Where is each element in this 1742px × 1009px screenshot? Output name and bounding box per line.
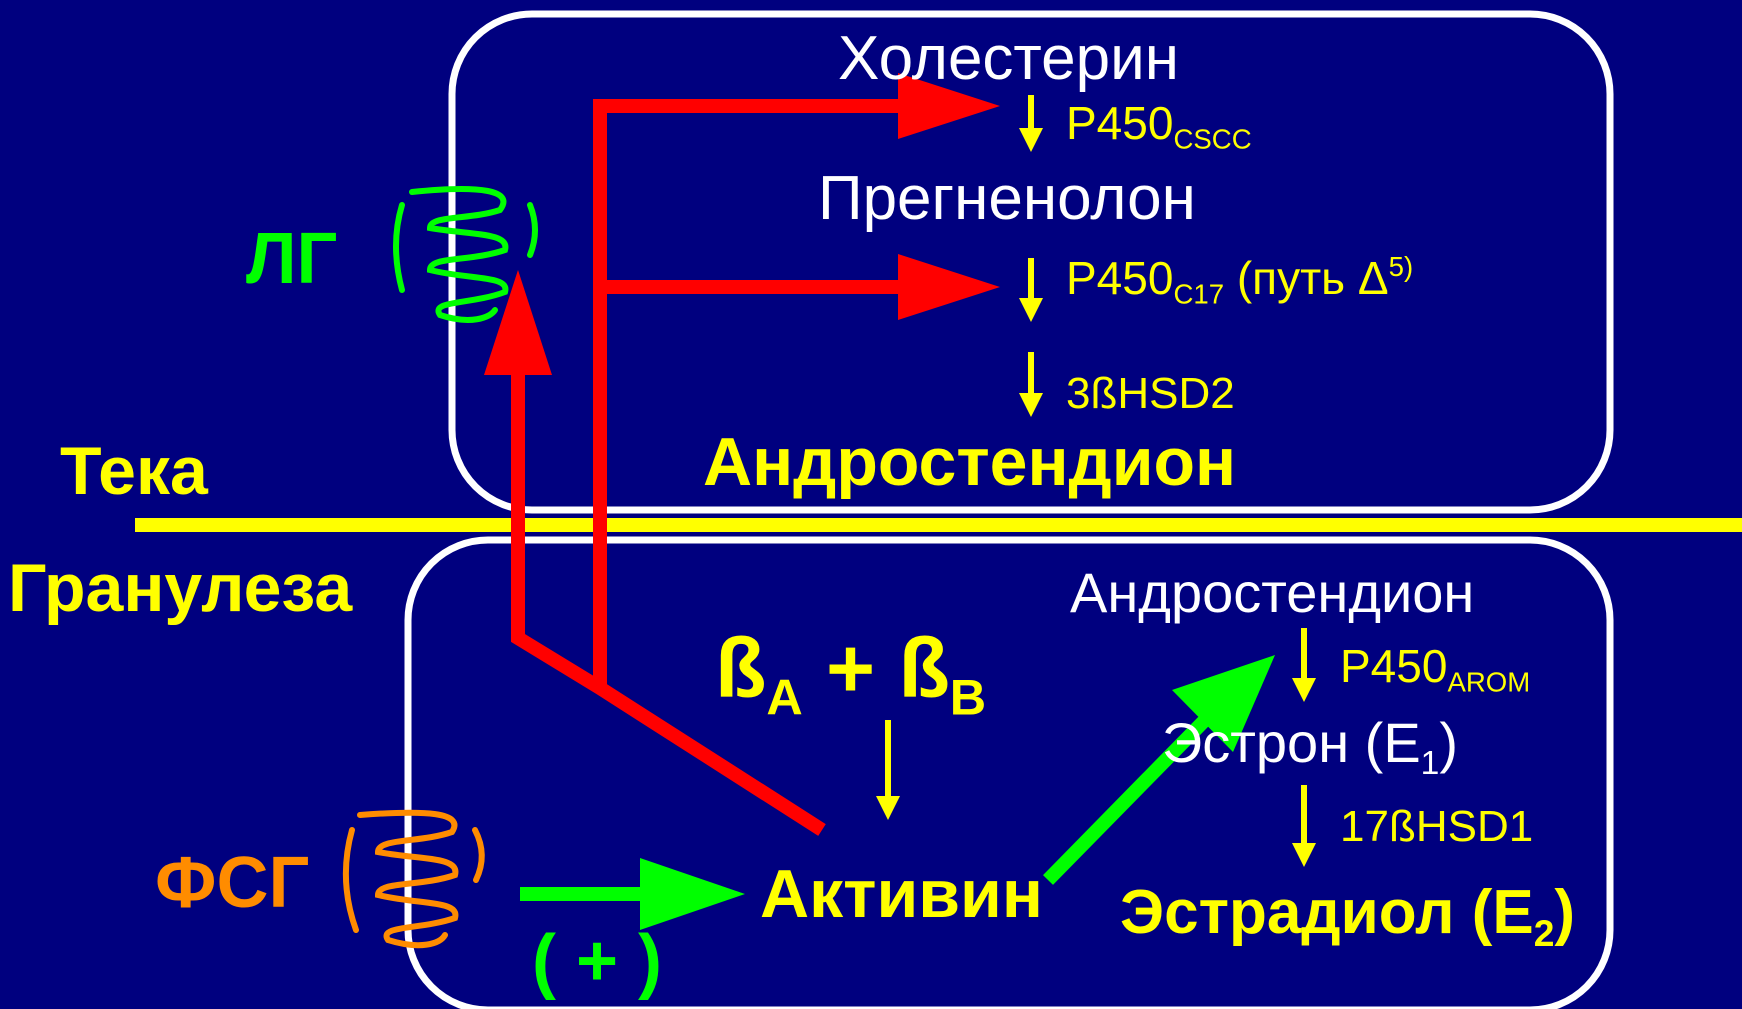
p450cscc-label: P450CSCC [1066,97,1252,155]
granulosa-compartment [404,536,1614,1009]
theca-androstenedione-label: Андростендион [703,424,1237,500]
cholesterol-label: Холестерин [838,24,1179,93]
arrowhead-p450cscc [898,73,1000,139]
inhibin-beta-subunits-label: ßA + ßB [715,621,987,726]
estradiol-label: Эстрадиол (E2) [1120,878,1576,955]
activin-to-aromatase-arrowhead [1172,655,1275,752]
fsh-label: ФСГ [155,843,310,923]
fsh-receptor-icon [342,809,485,949]
17bhsd1-label: 17ßHSD1 [1340,802,1534,851]
fsh-effect-label: ( + ) [532,921,663,1001]
granulosa-androstenedione-label: Андростендион [1070,561,1475,624]
arrowhead-p450c17 [898,254,1000,320]
fsh-to-activin-arrowhead [640,858,745,930]
lh-label: ЛГ [246,219,338,299]
pathway-arrows [876,95,1316,867]
activin-to-aromatase-line [1043,715,1210,885]
p450c17-label: P450C17 (путь Δ5) [1066,251,1414,310]
3bhsd2-label: 3ßHSD2 [1066,369,1235,418]
activin-stimulation-lines [511,99,900,836]
arrowhead-lh-receptor [484,270,552,375]
estrone-label: Эстрон (E1) [1162,711,1459,782]
activin-label: Активин [760,856,1043,932]
granulosa-label: Гранулеза [8,550,353,626]
theca-granulosa-divider [135,518,1742,532]
lh-receptor-icon [393,186,538,323]
p450arom-label: P450AROM [1340,640,1531,698]
pregnenolone-label: Прегненолон [818,164,1196,233]
theca-label: Тека [60,433,208,509]
